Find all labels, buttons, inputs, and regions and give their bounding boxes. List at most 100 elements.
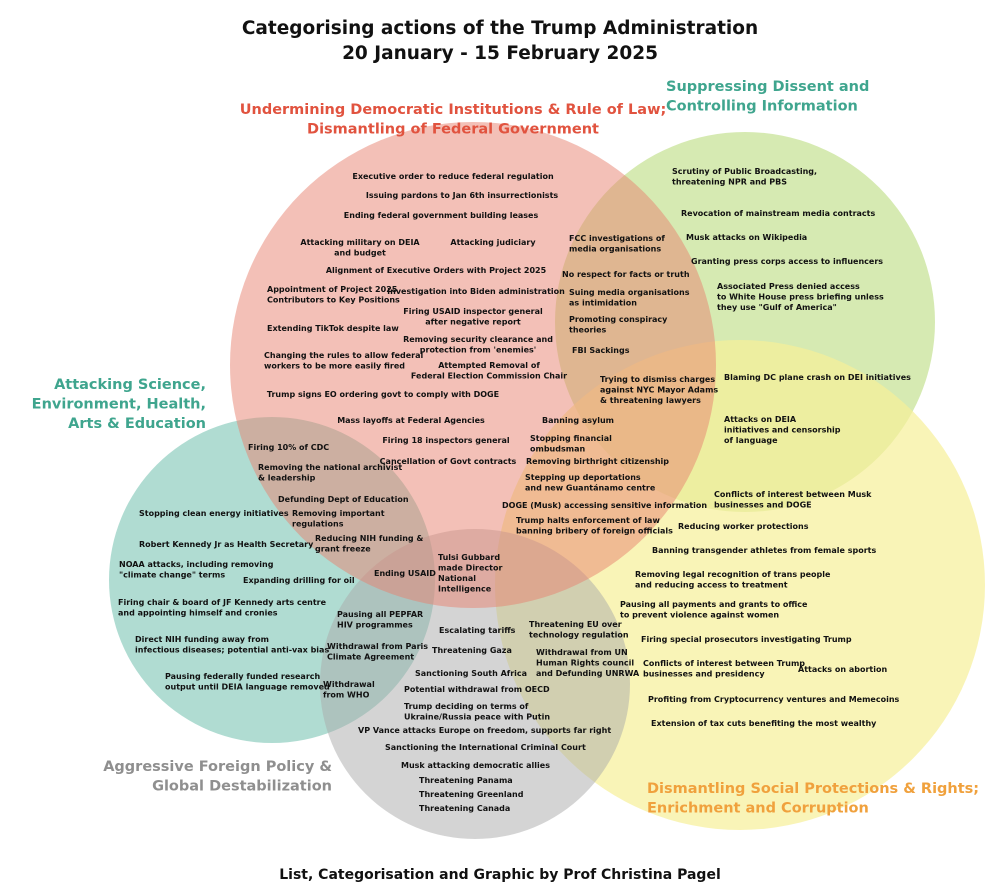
action-item-text: regulations (292, 520, 344, 529)
action-item-text: Issuing pardons to Jan 6th insurrectioni… (366, 191, 559, 200)
category-label-foreign: Aggressive Foreign Policy & (103, 759, 332, 775)
action-item-text: Blaming DC plane crash on DEI initiative… (724, 373, 911, 382)
category-label-science: Environment, Health, (32, 397, 206, 413)
action-item-text: Conflicts of interest between Trump (643, 659, 805, 668)
action-item: Removing birthright citizenship (526, 457, 669, 466)
action-item: Profiting from Cryptocurrency ventures a… (648, 695, 900, 704)
action-item-text: Stepping up deportations (525, 473, 641, 482)
category-label-social: Dismantling Social Protections & Rights; (647, 781, 979, 797)
action-item: Trump deciding on terms ofUkraine/Russia… (404, 702, 550, 722)
action-item-text: Threatening EU over (529, 620, 622, 629)
action-item-text: Threatening Gaza (432, 646, 512, 655)
action-item-text: Robert Kennedy Jr as Health Secretary (139, 540, 314, 549)
action-item-text: Attacking military on DEIA (300, 238, 420, 247)
action-item: Conflicts of interest between Muskbusine… (714, 490, 872, 510)
action-item: Potential withdrawal from OECD (404, 685, 550, 694)
action-item-text: Revocation of mainstream media contracts (681, 209, 875, 218)
action-item: Conflicts of interest between Trumpbusin… (643, 659, 805, 679)
category-label-dissent: Controlling Information (666, 99, 858, 115)
action-item-text: Climate Agreement (327, 653, 414, 662)
action-item-text: Escalating tariffs (439, 626, 516, 635)
action-item-text: Removing important (292, 509, 385, 518)
action-item-text: of language (724, 436, 778, 445)
action-item-text: and appointing himself and cronies (118, 609, 278, 618)
action-item: Defunding Dept of Education (278, 495, 409, 504)
action-item-text: Trying to dismiss charges (600, 375, 715, 384)
category-label-science: Arts & Education (68, 416, 206, 432)
action-item: Expanding drilling for oil (243, 576, 355, 585)
action-item-text: as intimidation (569, 299, 637, 308)
action-item-text: Pausing all payments and grants to offic… (620, 600, 808, 609)
action-item-text: Firing USAID inspector general (403, 307, 543, 316)
action-item: Changing the rules to allow federalworke… (264, 351, 423, 371)
action-item-text: Attacking judiciary (450, 238, 536, 247)
action-item-text: Federal Election Commission Chair (411, 372, 567, 381)
action-item: Issuing pardons to Jan 6th insurrectioni… (366, 191, 559, 200)
action-item-text: Removing birthright citizenship (526, 457, 669, 466)
action-item-text: Promoting conspiracy (569, 315, 668, 324)
action-item-text: theories (569, 326, 607, 335)
action-item-text: and reducing access to treatment (635, 581, 788, 590)
category-label-social: Enrichment and Corruption (647, 801, 869, 817)
action-item-text: technology regulation (529, 631, 629, 640)
action-item-text: from WHO (323, 691, 370, 700)
action-item-text: against NYC Mayor Adams (600, 386, 718, 395)
action-item: Appointment of Project 2025Contributors … (267, 285, 400, 305)
action-item-text: Sanctioning South Africa (415, 669, 527, 678)
action-item-text: Associated Press denied access (717, 282, 860, 291)
action-item-text: Tulsi Gubbard (438, 553, 500, 562)
action-item-text: Threatening Canada (419, 804, 510, 813)
action-item: Blaming DC plane crash on DEI initiative… (724, 373, 911, 382)
action-item: Threatening Canada (419, 804, 510, 813)
action-item-text: Stopping financial (530, 434, 612, 443)
action-item: Ending USAID (374, 569, 436, 578)
action-item: VP Vance attacks Europe on freedom, supp… (358, 726, 611, 735)
action-item-text: Expanding drilling for oil (243, 576, 355, 585)
action-item: Removing the national archivist& leaders… (258, 463, 402, 483)
action-item-text: they use "Gulf of America" (717, 303, 837, 312)
action-item: Reducing NIH funding &grant freeze (315, 534, 423, 554)
action-item-text: businesses and DOGE (714, 501, 812, 510)
action-item-text: Withdrawal (323, 680, 375, 689)
action-item-text: Changing the rules to allow federal (264, 351, 423, 360)
action-item-text: Extension of tax cuts benefiting the mos… (651, 719, 877, 728)
action-item-text: Cancellation of Govt contracts (380, 457, 517, 466)
action-item: Musk attacks on Wikipedia (686, 233, 807, 242)
action-item-text: Human Rights council (536, 659, 634, 668)
action-item-text: Withdrawal from UN (536, 648, 628, 657)
action-item-text: media organisations (569, 245, 661, 254)
action-item-text: Trump deciding on terms of (404, 702, 529, 711)
action-item: Threatening Greenland (419, 790, 524, 799)
action-item-text: DOGE (Musk) accessing sensitive informat… (502, 501, 707, 510)
action-item-text: National (438, 574, 476, 583)
action-item: NOAA attacks, including removing"climate… (119, 560, 274, 580)
action-item: Threatening EU over technology regulation (529, 620, 629, 640)
action-item-text: Appointment of Project 2025 (267, 285, 398, 294)
action-item: Removing security clearance andprotectio… (403, 335, 553, 355)
action-item: Stopping clean energy initiatives (139, 509, 289, 518)
action-item: Banning asylum (542, 416, 614, 425)
action-item: Promoting conspiracy theories (569, 315, 668, 335)
action-item: Banning transgender athletes from female… (652, 546, 876, 555)
action-item-text: Reducing NIH funding & (315, 534, 423, 543)
category-label-democratic: Undermining Democratic Institutions & Ru… (240, 102, 667, 118)
category-label-dissent: Suppressing Dissent and (666, 79, 869, 95)
action-item-text: Pausing federally funded research (165, 672, 321, 681)
action-item: Investigation into Biden administration (387, 287, 565, 296)
action-item-text: Firing 10% of CDC (248, 443, 329, 452)
action-item: Reducing worker protections (678, 522, 809, 531)
action-item-text: Ending federal government building lease… (344, 211, 539, 220)
action-item-text: Intelligence (438, 585, 492, 594)
action-item: Threatening Gaza (432, 646, 512, 655)
action-item: Alignment of Executive Orders with Proje… (326, 266, 547, 275)
action-item-text: Executive order to reduce federal regula… (352, 172, 554, 181)
action-item-text: Attempted Removal of (438, 361, 540, 370)
circle-foreign (320, 529, 630, 839)
